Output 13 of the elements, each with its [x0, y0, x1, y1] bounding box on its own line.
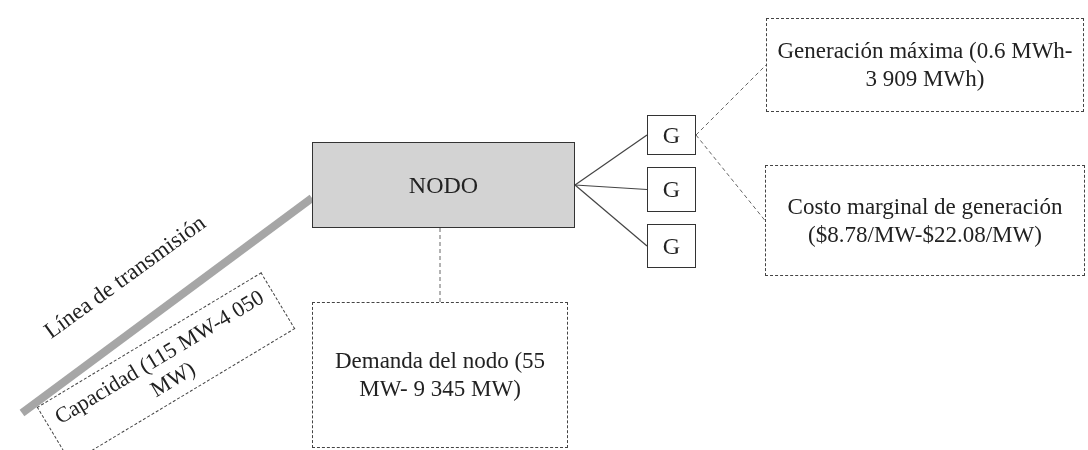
generator-box: G: [647, 224, 696, 268]
connector-line: [695, 134, 766, 221]
connector-line: [574, 134, 648, 186]
generator-box: G: [647, 115, 696, 155]
connector-line: [439, 227, 441, 303]
connector-line: [574, 184, 648, 191]
annotation-box: Costo marginal de generación ($8.78/MW-$22.08/MW): [765, 165, 1085, 276]
generator-box: G: [647, 167, 696, 212]
connector-line: [574, 184, 648, 247]
connector-line: [695, 64, 767, 136]
annotation-box: Generación máxima (0.6 MWh-3 909 MWh): [766, 18, 1084, 112]
node-box: NODO: [312, 142, 575, 228]
annotation-box: Demanda del nodo (55 MW- 9 345 MW): [312, 302, 568, 448]
